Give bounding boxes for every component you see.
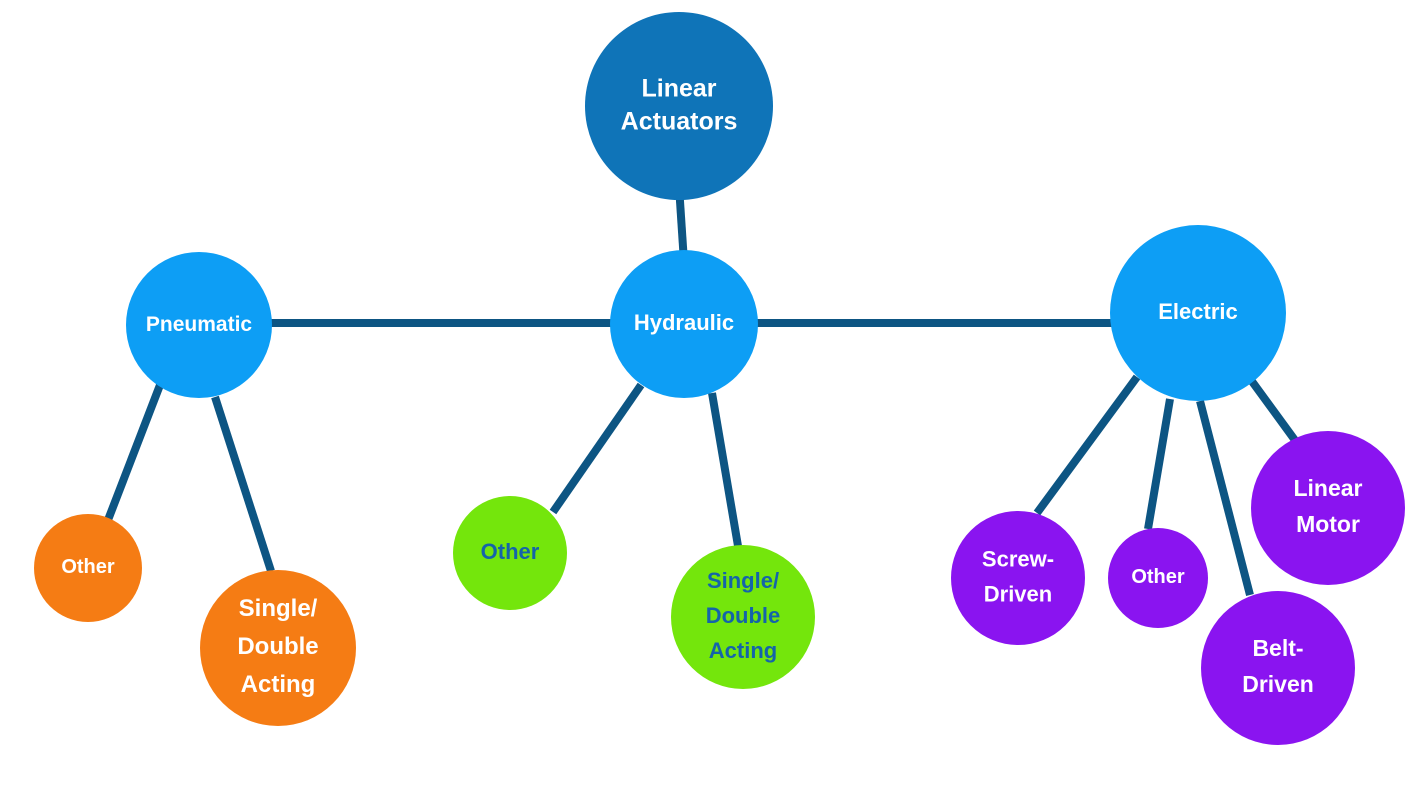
- node-circle-hydraulic-other[interactable]: [453, 496, 567, 610]
- node-circle-pneumatic[interactable]: [126, 252, 272, 398]
- edge-electric-to-other: [1144, 398, 1174, 530]
- edge-pneumatic-to-single-double: [211, 395, 275, 573]
- node-circle-hydraulic[interactable]: [610, 250, 758, 398]
- node-hydraulic[interactable]: Hydraulic: [610, 250, 758, 398]
- edges-layer: [104, 185, 1301, 596]
- node-electric-other[interactable]: Other: [1108, 528, 1208, 628]
- node-circle-electric-linear-motor[interactable]: [1251, 431, 1405, 585]
- edge-electric-to-linear-motor: [1247, 377, 1301, 446]
- node-electric-screw-driven[interactable]: Screw-Driven: [951, 511, 1085, 645]
- edge-hydraulic-to-single-double: [708, 392, 742, 547]
- node-circle-root[interactable]: [585, 12, 773, 200]
- node-hydraulic-other[interactable]: Other: [453, 496, 567, 610]
- node-circle-electric-screw-driven[interactable]: [951, 511, 1085, 645]
- node-circle-hydraulic-single-double-acting[interactable]: [671, 545, 815, 689]
- edge-electric-to-belt-driven: [1196, 400, 1254, 596]
- node-pneumatic-other[interactable]: Other: [34, 514, 142, 622]
- node-circle-pneumatic-single-double-acting[interactable]: [200, 570, 356, 726]
- node-electric[interactable]: Electric: [1110, 225, 1286, 401]
- node-pneumatic[interactable]: Pneumatic: [126, 252, 272, 398]
- node-circle-pneumatic-other[interactable]: [34, 514, 142, 622]
- node-circle-electric[interactable]: [1110, 225, 1286, 401]
- node-circle-electric-belt-driven[interactable]: [1201, 591, 1355, 745]
- edge-hydraulic-to-other: [549, 382, 645, 515]
- edge-pneumatic-to-other: [104, 383, 164, 522]
- node-electric-belt-driven[interactable]: Belt-Driven: [1201, 591, 1355, 745]
- edge-electric-to-screw-driven: [1033, 374, 1141, 516]
- node-circle-electric-other[interactable]: [1108, 528, 1208, 628]
